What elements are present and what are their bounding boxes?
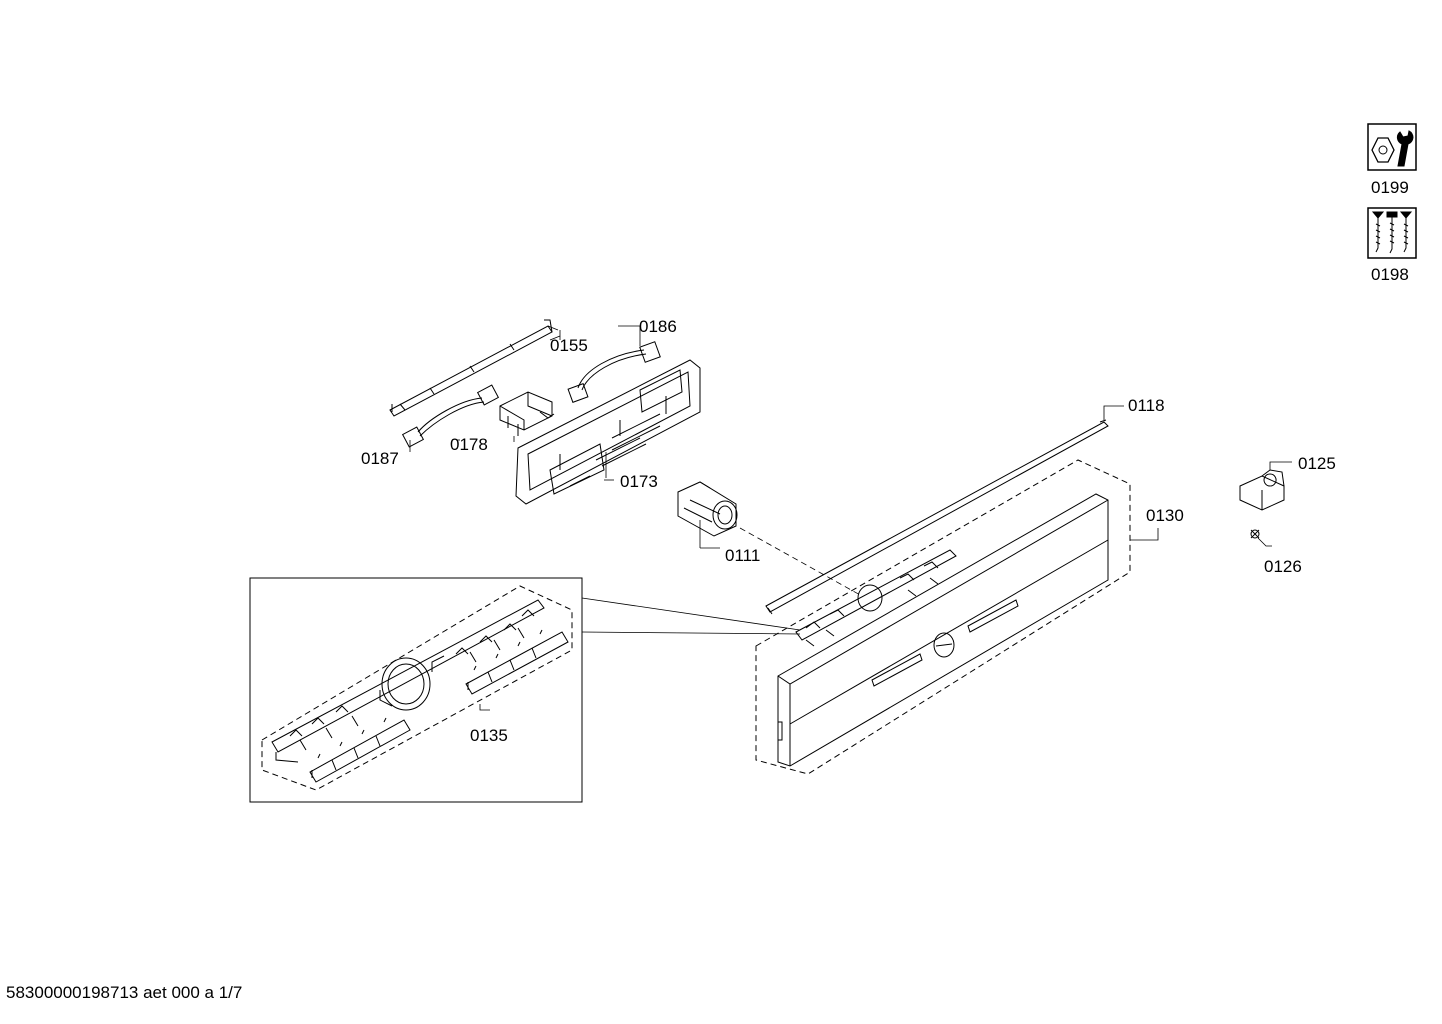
part-0135-on-panel — [795, 549, 957, 647]
part-label-0173: 0173 — [620, 472, 658, 491]
detail-callout-lines — [581, 597, 801, 635]
part-0187-cable — [401, 384, 500, 452]
part-label-0198: 0198 — [1371, 265, 1409, 284]
part-label-0118: 0118 — [1128, 396, 1165, 415]
part-label-0187: 0187 — [361, 449, 399, 468]
part-0126-screw — [1250, 529, 1272, 547]
part-0173-module — [515, 359, 701, 505]
part-0125-bracket — [1239, 461, 1292, 511]
part-label-0130: 0130 — [1146, 506, 1184, 525]
leader-lines — [456, 325, 720, 549]
wrench-nut-icon — [1367, 123, 1417, 171]
part-0130-panel — [755, 459, 1159, 775]
part-0155-rail — [389, 319, 561, 417]
part-label-0135: 0135 — [470, 726, 508, 745]
knob-alignment-line — [739, 527, 863, 597]
screws-icon — [1367, 207, 1417, 259]
part-label-0178: 0178 — [450, 435, 488, 454]
part-label-0186: 0186 — [639, 317, 677, 336]
part-0178-switch — [499, 391, 555, 442]
part-0186-cable — [567, 332, 661, 403]
detail-box — [249, 577, 583, 803]
part-label-0199: 0199 — [1371, 178, 1409, 197]
part-label-0125: 0125 — [1298, 454, 1336, 473]
part-0111-knob — [677, 481, 738, 548]
document-id: 58300000198713 aet 000 a 1/7 — [6, 983, 243, 1002]
part-0118-strip — [765, 405, 1124, 615]
part-label-0111: 0111 — [725, 546, 761, 565]
part-label-0155: 0155 — [550, 336, 588, 355]
part-label-0126: 0126 — [1264, 557, 1302, 576]
